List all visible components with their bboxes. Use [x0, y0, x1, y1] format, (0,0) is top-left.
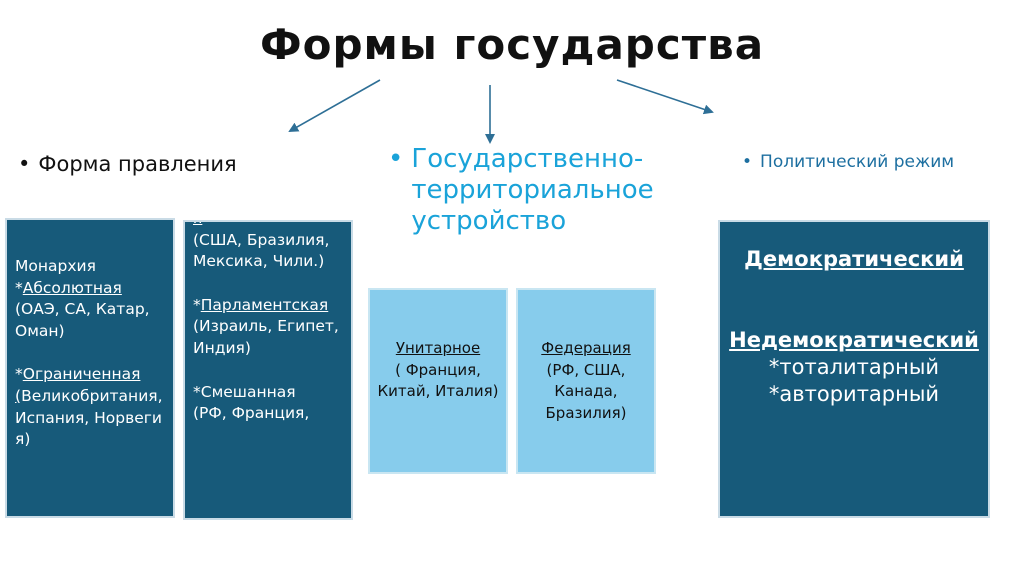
federation-examples: (РФ, США, Канада, Бразилия) [545, 360, 627, 422]
absolute-examples: (ОАЭ, СА, Катар, Оман) [15, 300, 150, 340]
limited-prefix: * [15, 365, 23, 384]
monarchy-box: Монархия *Абсолютная (ОАЭ, СА, Катар, Ом… [5, 218, 175, 518]
bullet-dot: • [388, 144, 404, 174]
republic-box: я (США, Бразилия, Мексика, Чили.) *Парла… [183, 220, 353, 520]
presidential-tail: я [193, 222, 343, 230]
unitary-examples: ( Франция, Китай, Италия) [377, 360, 499, 401]
unitary-box: Унитарное ( Франция, Китай, Италия) [368, 288, 508, 474]
democratic-label: Демократический [744, 247, 964, 271]
arrow-right [616, 79, 714, 115]
bullet-political-regime: • Политический режим [742, 152, 954, 172]
parliamentary-examples: (Израиль, Египет, Индия) [193, 317, 339, 357]
arrow-left [288, 79, 381, 132]
limited-examples: Великобритания, Испания, Норвегия) [15, 386, 163, 449]
federation-box: Федерация (РФ, США, Канада, Бразилия) [516, 288, 656, 474]
bullet-label: Форма правления [38, 152, 237, 176]
bullet-label: Государственно-территориальное устройств… [411, 144, 654, 236]
parliamentary-label: Парламентская [200, 295, 329, 314]
monarchy-heading: Монархия [15, 257, 96, 275]
bullet-form-of-government: • Форма правления [18, 152, 237, 176]
bullet-territorial-structure: • Государственно-территориальное устройс… [388, 144, 656, 237]
bullet-dot: • [18, 152, 31, 176]
totalitarian-label: *тоталитарный [768, 355, 940, 379]
non-democratic-label: Недемократический [729, 328, 979, 352]
mixed-examples: (РФ, Франция, [193, 404, 310, 423]
limited-label: Ограниченная [22, 365, 141, 384]
bullet-dot: • [742, 152, 753, 172]
absolute-label: Абсолютная [22, 278, 122, 297]
absolute-prefix: * [15, 278, 23, 297]
bullet-label: Политический режим [760, 152, 955, 172]
unitary-label: Унитарное [395, 339, 481, 357]
federation-label: Федерация [541, 339, 631, 357]
page-title: Формы государства [259, 20, 765, 69]
mixed-label: *Смешанная [193, 382, 296, 401]
regime-box: Демократический Недемократический *тотал… [718, 220, 990, 518]
parliamentary-prefix: * [193, 295, 201, 314]
limited-paren: ( [15, 386, 22, 405]
presidential-examples: (США, Бразилия, Мексика, Чили.) [193, 230, 330, 271]
authoritarian-label: *авторитарный [768, 382, 940, 406]
